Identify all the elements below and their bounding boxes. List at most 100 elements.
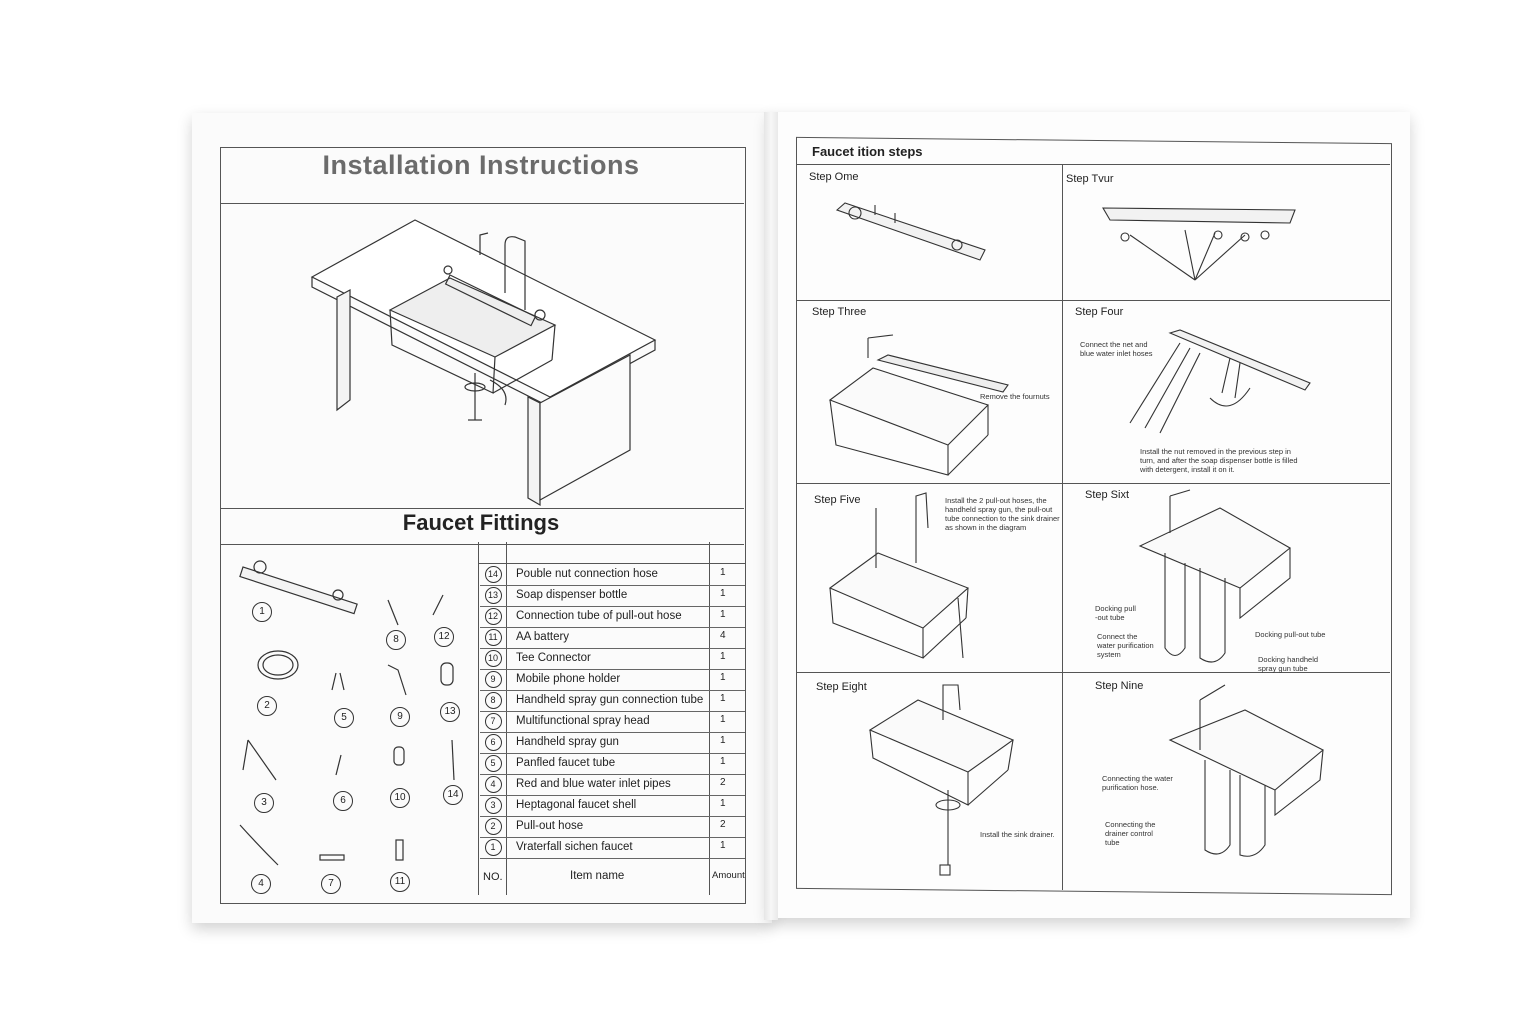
row-item-name: Handheld spray gun connection tube <box>516 694 704 706</box>
table-no-divider <box>506 542 507 895</box>
table-header-row: NO. Item name Amount <box>480 866 745 887</box>
fittings-divider <box>220 544 744 545</box>
row-item-name: Tee Connector <box>516 652 591 664</box>
row-item-name: Pull-out hose <box>516 820 584 832</box>
left-page-border <box>220 147 746 904</box>
part-number: 9 <box>390 707 410 727</box>
steps-row-divider <box>796 672 1390 673</box>
steps-title: Faucet ition steps <box>812 144 923 159</box>
step-nine-drainer-note: Connecting the drainer control tube <box>1105 820 1156 847</box>
step-four-label: Step Four <box>1075 306 1124 318</box>
step-nine-drawing <box>1168 684 1324 857</box>
fittings-title: Faucet Fittings <box>402 510 560 535</box>
steps-row-divider <box>796 483 1390 484</box>
step-six-docking-note: Docking pull -out tube <box>1095 604 1136 622</box>
step-eight-note: Install the sink drainer. <box>980 830 1055 839</box>
row-amount: 1 <box>720 714 726 725</box>
sink-illustration <box>310 219 657 507</box>
row-amount: 1 <box>720 609 726 620</box>
row-number: 9 <box>484 671 502 688</box>
step-five-label: Step Five <box>814 494 861 506</box>
step-six-connect-note: Connect the water purification system <box>1097 632 1154 659</box>
table-top-border <box>478 563 745 564</box>
row-item-name: Mobile phone holder <box>516 673 621 685</box>
step-five-note: Install the 2 pull-out hoses, the handhe… <box>945 496 1060 532</box>
table-left-border <box>478 542 479 895</box>
row-item-name: Panfled faucet tube <box>516 757 616 769</box>
part-number: 4 <box>251 874 271 894</box>
step-four-bottom-note: Install the nut removed in the previous … <box>1140 447 1298 474</box>
step-six-label: Step Sixt <box>1085 489 1130 501</box>
row-item-name: Soap dispenser bottle <box>516 589 628 601</box>
row-number: 3 <box>484 797 502 814</box>
part-number: 6 <box>333 791 353 811</box>
table-row: 10 Tee Connector 1 <box>480 648 745 670</box>
row-number: 11 <box>484 629 502 646</box>
row-amount: 1 <box>720 588 726 599</box>
row-number: 14 <box>484 566 502 583</box>
part-number: 14 <box>443 785 463 805</box>
step-four-drawing <box>1129 329 1311 434</box>
step-three-drawing <box>828 334 1009 476</box>
part-number: 7 <box>321 874 341 894</box>
header-item-name: Item name <box>570 870 625 882</box>
part-number: 8 <box>386 630 406 650</box>
row-amount: 1 <box>720 672 726 683</box>
step-three-note: Remove the fournuts <box>980 392 1050 401</box>
header-amount: Amount <box>712 870 745 881</box>
row-amount: 2 <box>720 819 726 830</box>
part-number: 10 <box>390 788 410 808</box>
row-number: 1 <box>484 839 502 856</box>
step-six-handheld-note: Docking handheld spray gun tube <box>1258 655 1319 673</box>
steps-title-divider <box>796 164 1390 165</box>
row-item-name: Connection tube of pull-out hose <box>516 610 682 622</box>
row-item-name: Vraterfall sichen faucet <box>516 841 633 853</box>
part-number: 1 <box>252 602 272 622</box>
row-number: 4 <box>484 776 502 793</box>
table-row: 12 Connection tube of pull-out hose 1 <box>480 606 745 628</box>
row-amount: 1 <box>720 651 726 662</box>
part-number: 12 <box>434 627 454 647</box>
right-page <box>768 112 1410 918</box>
row-amount: 1 <box>720 798 726 809</box>
page-title: Installation Instructions <box>322 150 640 180</box>
step-eight-drawing <box>868 684 1015 876</box>
parts-drawings <box>239 560 455 866</box>
title-divider <box>220 203 744 204</box>
part-number: 2 <box>257 696 277 716</box>
step-five-drawing <box>828 492 970 659</box>
steps-row-divider <box>796 300 1390 301</box>
step-four-connect-note: Connect the net and blue water inlet hos… <box>1080 340 1153 358</box>
step-one-drawing <box>835 202 986 261</box>
row-item-name: Red and blue water inlet pipes <box>516 778 671 790</box>
step-one-label: Step Ome <box>809 171 859 183</box>
part-number: 13 <box>440 702 460 722</box>
table-amount-divider <box>709 542 710 895</box>
row-item-name: Pouble nut connection hose <box>516 568 658 580</box>
row-amount: 2 <box>720 777 726 788</box>
table-row: 9 Mobile phone holder 1 <box>480 669 745 691</box>
step-nine-label: Step Nine <box>1095 680 1144 692</box>
row-number: 10 <box>484 650 502 667</box>
step-three-label: Step Three <box>812 306 867 318</box>
row-amount: 1 <box>720 840 726 851</box>
header-no: NO. <box>483 871 503 883</box>
table-row: 4 Red and blue water inlet pipes 2 <box>480 774 745 796</box>
part-number: 5 <box>334 708 354 728</box>
row-number: 12 <box>484 608 502 625</box>
left-page <box>192 113 772 923</box>
booklet-spine <box>764 112 778 920</box>
row-item-name: AA battery <box>516 631 570 643</box>
step-two-label: Step Tvur <box>1066 173 1114 185</box>
row-amount: 1 <box>720 756 726 767</box>
steps-center-divider <box>1062 165 1063 890</box>
row-item-name: Multifunctional spray head <box>516 715 650 727</box>
illustration-divider <box>220 508 744 509</box>
row-amount: 1 <box>720 735 726 746</box>
